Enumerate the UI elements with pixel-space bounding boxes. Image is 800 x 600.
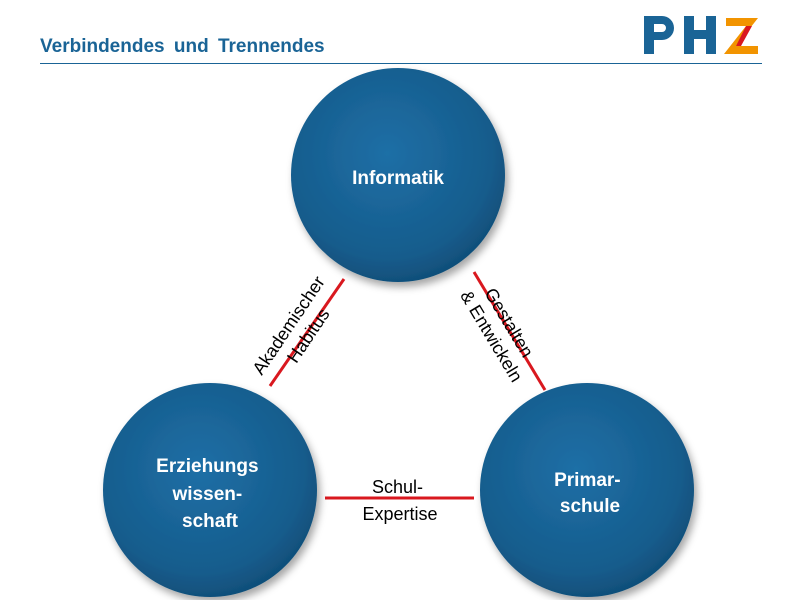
node-label-line: wissen- (172, 484, 243, 505)
node-label-erziehung: Erziehungs wissen- schaft (156, 456, 264, 532)
logo-letter-p (644, 16, 674, 54)
phz-logo (644, 16, 758, 54)
logo-letter-h (684, 16, 716, 54)
edge-label-line: Schul- (372, 477, 423, 497)
connector-right (472, 271, 547, 391)
edge-label-line: Expertise (362, 504, 437, 524)
title-divider (40, 63, 762, 64)
edge-label-left-text: Akademischer Habitus (248, 268, 349, 390)
node-label-informatik: Informatik (352, 168, 444, 189)
edge-label-left: Akademischer Habitus (248, 268, 349, 390)
edge-label-bottom: Schul- Expertise (362, 477, 437, 524)
node-label-primar: Primar- schule (554, 470, 626, 517)
connector-left (268, 278, 346, 387)
node-label-line: Primar- (554, 470, 621, 491)
node-label-line: schaft (182, 511, 239, 532)
node-label-line: schule (560, 496, 620, 517)
slide-title: Verbindendes und Trennendes (40, 36, 325, 57)
node-label-line: Erziehungs (156, 456, 258, 477)
node-informatik (291, 68, 505, 282)
node-erziehungswissenschaft (103, 383, 317, 597)
node-primarschule (480, 383, 694, 597)
logo-z-accent (736, 26, 752, 46)
